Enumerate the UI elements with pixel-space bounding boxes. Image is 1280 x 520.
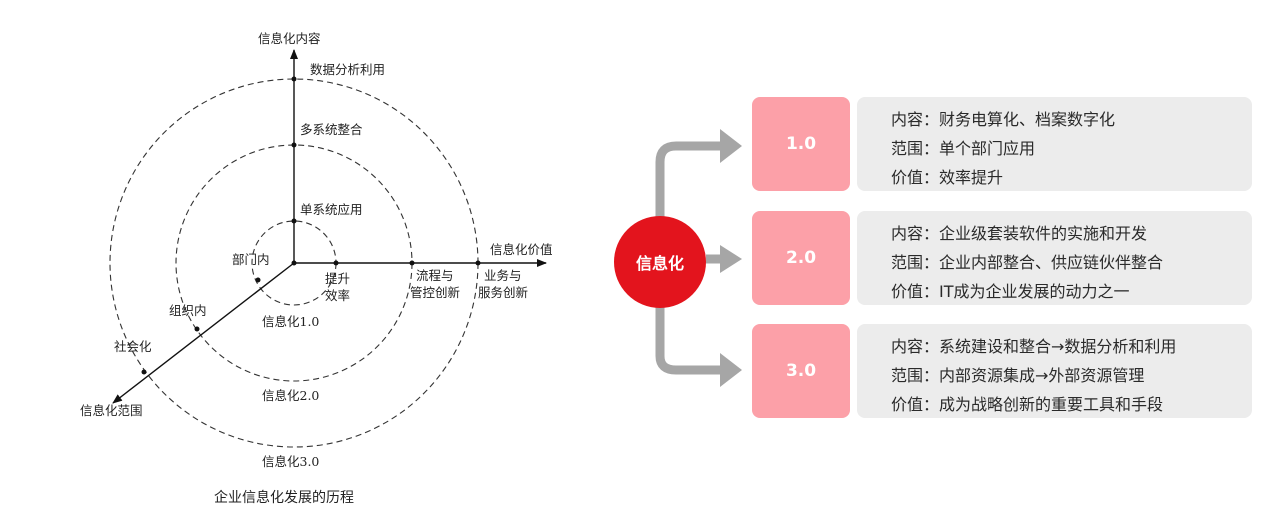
description-1-value: 价值：效率提升 bbox=[891, 168, 1004, 187]
value-point-1 bbox=[333, 260, 339, 266]
origin-dot bbox=[291, 260, 297, 266]
description-box-2: 内容：企业级套装软件的实施和开发 范围：企业内部整合、供应链伙伴整合 价值：IT… bbox=[857, 211, 1252, 305]
version-box-3: 3.0 bbox=[752, 324, 850, 418]
connector-arrow-up bbox=[655, 141, 722, 222]
description-box-3: 内容：系统建设和整合→数据分析和利用 范围：内部资源集成→外部资源管理 价值：成… bbox=[857, 324, 1252, 418]
value-point-3-label-a: 业务与 bbox=[484, 268, 522, 283]
center-label: 信息化 bbox=[635, 254, 684, 273]
stage-label-3: 信息化3.0 bbox=[262, 454, 319, 469]
arrow-head-3 bbox=[720, 353, 742, 387]
arrow-head-2 bbox=[720, 245, 742, 273]
axis-scope bbox=[112, 262, 295, 404]
scope-point-2-label: 组织内 bbox=[169, 303, 207, 318]
description-3-value: 价值：成为战略创新的重要工具和手段 bbox=[891, 395, 1164, 414]
scope-point-1-label: 部门内 bbox=[232, 252, 270, 267]
description-1-scope: 范围：单个部门应用 bbox=[891, 139, 1036, 158]
value-point-2-label-a: 流程与 bbox=[416, 268, 454, 283]
version-label-1: 1.0 bbox=[785, 134, 817, 154]
axis-scope-label: 信息化范围 bbox=[80, 403, 143, 418]
content-point-1-label: 单系统应用 bbox=[300, 202, 363, 217]
version-label-2: 2.0 bbox=[785, 248, 817, 268]
value-point-3-label-b: 服务创新 bbox=[478, 285, 528, 300]
description-box-1: 内容：财务电算化、档案数字化 范围：单个部门应用 价值：效率提升 bbox=[857, 97, 1252, 191]
scope-point-3 bbox=[141, 369, 147, 375]
axis-content-label: 信息化内容 bbox=[258, 31, 321, 46]
content-point-3-label: 数据分析利用 bbox=[310, 62, 385, 77]
value-point-3 bbox=[475, 260, 481, 266]
content-point-2-label: 多系统整合 bbox=[300, 122, 363, 137]
connector-arrow-down bbox=[655, 306, 722, 375]
scope-point-3-label: 社会化 bbox=[114, 339, 152, 354]
scope-point-1 bbox=[255, 277, 261, 283]
description-3-scope: 范围：内部资源集成→外部资源管理 bbox=[891, 366, 1145, 385]
stage-label-2: 信息化2.0 bbox=[262, 388, 319, 403]
content-point-3 bbox=[291, 76, 297, 82]
description-2-value: 价值：IT成为企业发展的动力之一 bbox=[891, 282, 1130, 301]
scope-point-2 bbox=[194, 326, 200, 332]
value-point-1-label-b: 效率 bbox=[325, 288, 350, 303]
arrow-head-1 bbox=[720, 129, 742, 163]
version-label-3: 3.0 bbox=[785, 361, 817, 381]
center-node: 信息化 bbox=[614, 216, 706, 308]
description-3-content: 内容：系统建设和整合→数据分析和利用 bbox=[891, 337, 1177, 356]
value-point-2-label-b: 管控创新 bbox=[410, 285, 460, 300]
version-box-1: 1.0 bbox=[752, 97, 850, 191]
stage-label-1: 信息化1.0 bbox=[262, 314, 319, 329]
version-box-2: 2.0 bbox=[752, 211, 850, 305]
diagram-caption: 企业信息化发展的历程 bbox=[214, 489, 354, 506]
description-1-content: 内容：财务电算化、档案数字化 bbox=[891, 110, 1116, 129]
content-point-1 bbox=[291, 218, 297, 224]
content-point-2 bbox=[291, 142, 297, 148]
description-2-scope: 范围：企业内部整合、供应链伙伴整合 bbox=[891, 253, 1164, 272]
value-point-1-label-a: 提升 bbox=[325, 271, 350, 286]
value-point-2 bbox=[409, 260, 415, 266]
axis-value-label: 信息化价值 bbox=[490, 242, 553, 257]
description-2-content: 内容：企业级套装软件的实施和开发 bbox=[891, 224, 1148, 243]
